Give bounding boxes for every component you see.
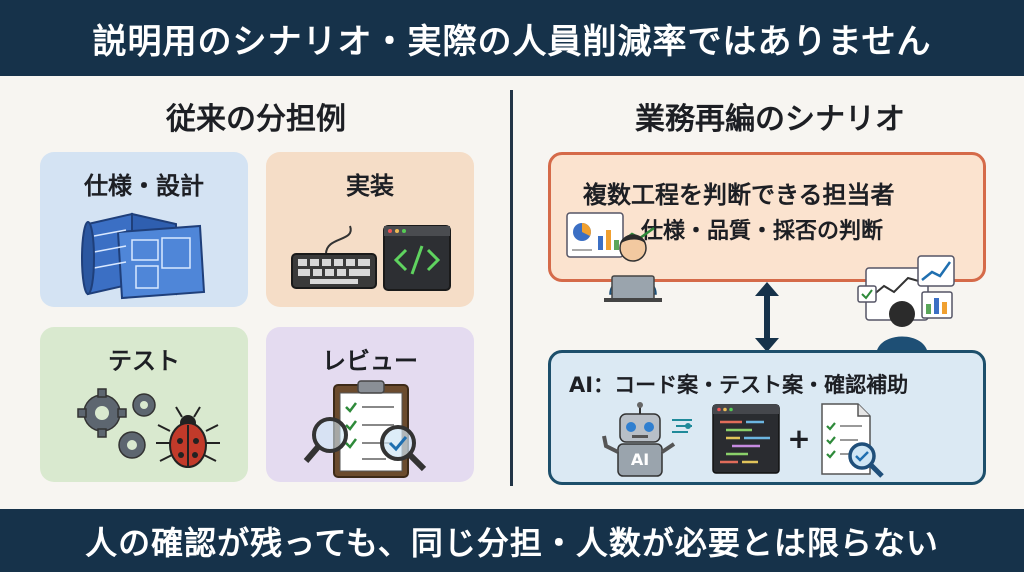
card-spec-design: 仕様・設計	[40, 152, 248, 307]
banner-title: 説明用のシナリオ・実際の人員削減率ではありません	[92, 21, 932, 62]
gears-bug-icon	[77, 388, 220, 468]
ai-role-title: AI：コード案・テスト案・確認補助	[569, 373, 909, 397]
top-banner: 説明用のシナリオ・実際の人員削減率ではありません	[0, 0, 1024, 76]
check-document-icon	[821, 403, 884, 478]
right-panel-title: 業務再編のシナリオ	[635, 102, 905, 137]
analyst-charts-icon	[857, 255, 955, 356]
card-implementation: 実装	[266, 152, 474, 307]
card-label: 実装	[346, 172, 394, 200]
blueprint-icon	[81, 212, 206, 300]
connector-arrow	[755, 282, 779, 352]
robot-label: AI	[630, 450, 650, 469]
card-test: テスト	[40, 327, 248, 482]
banner-caption: 人の確認が残っても、同じ分担・人数が必要とは限らない	[85, 523, 939, 562]
checklist-magnifier-icon	[303, 380, 427, 478]
dashboard-screen-icon	[566, 212, 624, 258]
human-role-subtitle: 仕様・品質・採否の判断	[641, 219, 884, 244]
card-label: レビュー	[322, 347, 418, 375]
person-laptop-icon	[604, 234, 662, 302]
ai-robot-icon	[602, 402, 692, 477]
panel-divider	[510, 90, 513, 486]
code-editor-icon	[712, 404, 780, 474]
card-label: テスト	[108, 347, 180, 375]
card-label: 仕様・設計	[84, 172, 204, 200]
keyboard-code-icon	[291, 225, 451, 291]
left-panel-title: 従来の分担例	[166, 102, 346, 137]
card-review: レビュー	[266, 327, 474, 482]
human-role-title: 複数工程を判断できる担当者	[583, 181, 895, 209]
bottom-banner: 人の確認が残っても、同じ分担・人数が必要とは限らない	[0, 509, 1024, 572]
plus-sign: +	[787, 422, 811, 455]
